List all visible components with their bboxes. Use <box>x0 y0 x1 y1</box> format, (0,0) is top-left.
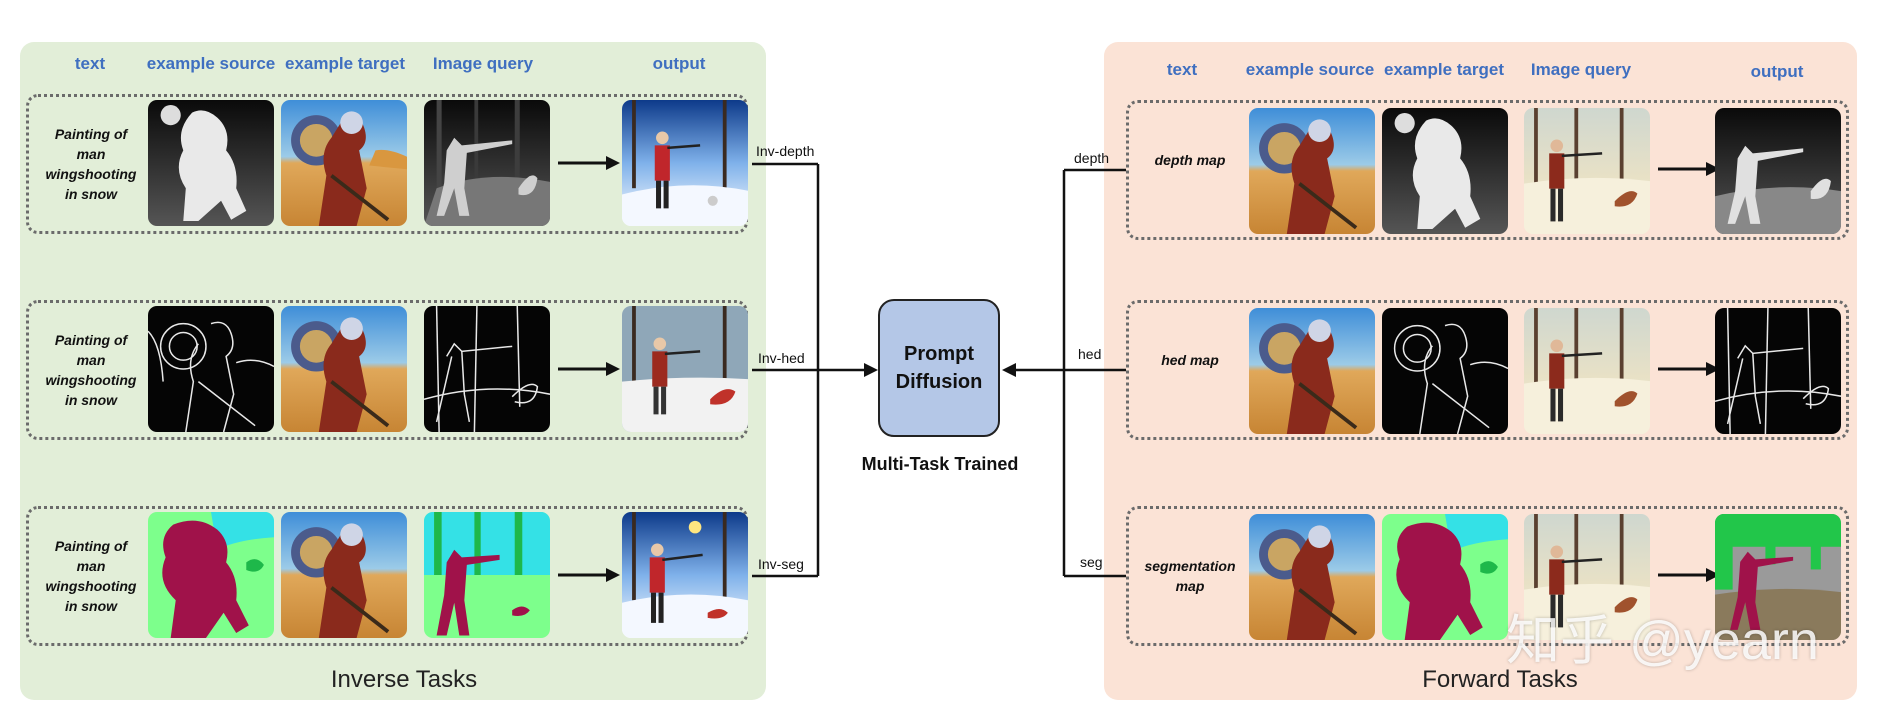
desert-warrior-painting <box>281 512 407 638</box>
header-example-target: example target <box>285 54 405 73</box>
depth-map-image <box>1715 108 1841 234</box>
depth-map-image <box>1382 108 1508 234</box>
header-image-query: Image query <box>1530 60 1632 79</box>
prompt-line: man <box>76 352 106 368</box>
arrow-right-icon <box>558 362 620 376</box>
snow-hunter-painting <box>622 512 748 638</box>
segmentation-image <box>424 512 550 638</box>
forward-row-depth <box>1126 100 1849 240</box>
prompt-line: in snow <box>64 392 118 408</box>
arrow-into-center-icon <box>1002 363 1016 377</box>
prompt-line: wingshooting <box>45 578 137 594</box>
connector-label-inv-seg: Inv-seg <box>758 556 804 572</box>
prompt-text: Painting of man wingshooting in snow <box>36 124 146 204</box>
connector-label-inv-depth: Inv-depth <box>756 143 815 159</box>
header-output: output <box>1750 62 1804 81</box>
forward-tasks-title: Forward Tasks <box>1422 666 1578 693</box>
arrow-right-icon <box>558 568 620 582</box>
prompt-line: in snow <box>64 186 118 202</box>
forward-row-seg <box>1126 506 1849 646</box>
header-example-source: example source <box>146 54 276 73</box>
header-text: text <box>74 54 106 73</box>
arrow-right-icon <box>558 156 620 170</box>
snow-hunter-painting <box>622 306 748 432</box>
prompt-line: Painting of <box>54 538 128 554</box>
forward-row-hed <box>1126 300 1849 440</box>
snow-hunter-painting <box>622 100 748 226</box>
center-title-line2: Diffusion <box>895 371 983 393</box>
hed-edge-image <box>148 306 274 432</box>
desert-warrior-painting <box>1249 308 1375 434</box>
prompt-line: Painting of <box>54 332 128 348</box>
prompt-text: depth map <box>1134 150 1246 170</box>
segmentation-image <box>1715 514 1841 640</box>
segmentation-image <box>148 512 274 638</box>
depth-map-image <box>148 100 274 226</box>
prompt-line: map <box>1175 578 1205 594</box>
desert-warrior-painting <box>1249 514 1375 640</box>
header-text: text <box>1166 60 1198 79</box>
connector-label-hed: hed <box>1078 346 1102 362</box>
prompt-line: hed map <box>1161 352 1219 368</box>
hed-edge-image <box>1382 308 1508 434</box>
prompt-text: Painting of man wingshooting in snow <box>36 330 146 410</box>
inverse-tasks-title: Inverse Tasks <box>330 666 478 693</box>
header-output: output <box>652 54 706 73</box>
center-title-line1: Prompt <box>904 343 974 365</box>
arrow-into-center-icon <box>864 363 878 377</box>
hed-edge-image <box>424 306 550 432</box>
arrow-right-icon <box>1658 362 1720 376</box>
desert-warrior-painting <box>281 100 407 226</box>
prompt-line: wingshooting <box>45 372 137 388</box>
prompt-line: man <box>76 146 106 162</box>
prompt-line: wingshooting <box>45 166 137 182</box>
prompt-line: man <box>76 558 106 574</box>
header-example-source: example source <box>1245 60 1375 79</box>
prompt-diffusion-box: Prompt Diffusion <box>878 299 1000 437</box>
center-caption: Multi-Task Trained <box>861 454 1019 474</box>
arrow-right-icon <box>1658 568 1720 582</box>
arrow-right-icon <box>1658 162 1720 176</box>
desert-warrior-painting <box>1249 108 1375 234</box>
pale-hunter-painting <box>1524 308 1650 434</box>
desert-warrior-painting <box>281 306 407 432</box>
connector-label-seg: seg <box>1080 554 1103 570</box>
hed-edge-image <box>1715 308 1841 434</box>
prompt-line: segmentation <box>1144 558 1236 574</box>
prompt-text: hed map <box>1134 350 1246 370</box>
prompt-line: Painting of <box>54 126 128 142</box>
prompt-text: Painting of man wingshooting in snow <box>36 536 146 616</box>
header-example-target: example target <box>1384 60 1504 79</box>
pale-hunter-painting <box>1524 108 1650 234</box>
pale-hunter-painting <box>1524 514 1650 640</box>
connector-label-depth: depth <box>1074 150 1110 166</box>
connector-label-inv-hed: Inv-hed <box>758 350 805 366</box>
prompt-line: depth map <box>1154 152 1226 168</box>
depth-map-image <box>424 100 550 226</box>
prompt-line: in snow <box>64 598 118 614</box>
prompt-text: segmentation map <box>1134 556 1246 596</box>
segmentation-image <box>1382 514 1508 640</box>
header-image-query: Image query <box>432 54 534 73</box>
watermark-text: 知乎 @yearn <box>1506 611 1819 671</box>
